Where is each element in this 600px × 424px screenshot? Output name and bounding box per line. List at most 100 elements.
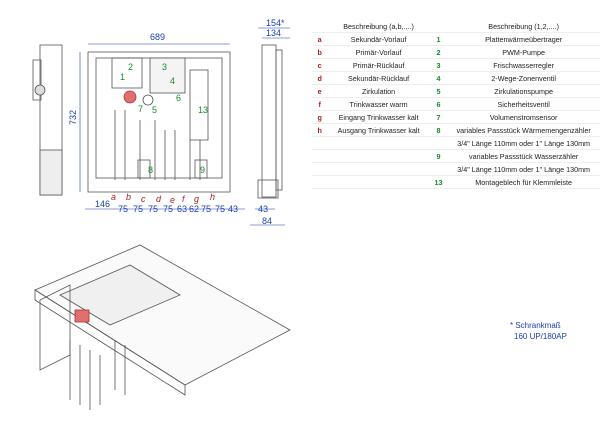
number bbox=[429, 136, 448, 150]
number-desc: 2-Wege-Zonenventil bbox=[447, 71, 600, 85]
dim-side-depth: 84 bbox=[262, 216, 272, 226]
dim-label: 75 bbox=[163, 204, 173, 214]
legend-row: 3/4" Länge 110mm oder 1" Länge 130mm bbox=[312, 136, 600, 150]
letter-desc bbox=[327, 175, 430, 189]
letter-desc bbox=[327, 136, 430, 150]
component-label: 4 bbox=[170, 76, 175, 86]
dim-cabinet-depth: 154* bbox=[266, 18, 285, 28]
number: 1 bbox=[429, 32, 448, 46]
dim-width: 689 bbox=[150, 32, 165, 42]
note-line-2: 160 UP/180AP bbox=[514, 332, 567, 341]
left-side-view bbox=[32, 44, 63, 196]
number-desc: Sicherheitsventil bbox=[447, 97, 600, 111]
letter bbox=[312, 136, 328, 150]
number-desc: Frischwasserregler bbox=[447, 58, 600, 72]
letter: e bbox=[312, 84, 328, 98]
number: 5 bbox=[429, 84, 448, 98]
dim-side-bottom: 43 bbox=[258, 204, 268, 214]
number-desc: 3/4" Länge 110mm oder 1" Länge 130mm bbox=[447, 162, 600, 176]
dim-label: 62 bbox=[189, 204, 199, 214]
number: 13 bbox=[429, 175, 448, 189]
letter-desc: Primär-Vorlauf bbox=[327, 45, 430, 59]
component-label: 5 bbox=[152, 105, 157, 115]
dim-height: 732 bbox=[68, 110, 78, 125]
letter: c bbox=[312, 58, 328, 72]
component-label: 2 bbox=[128, 62, 133, 72]
connection-label: e bbox=[170, 195, 175, 205]
number: 3 bbox=[429, 58, 448, 72]
connection-label: a bbox=[111, 192, 116, 202]
number bbox=[429, 162, 448, 176]
dim-label: 75 bbox=[118, 204, 128, 214]
number-desc: 3/4" Länge 110mm oder 1" Länge 130mm bbox=[447, 136, 600, 150]
dim-label: 75 bbox=[133, 204, 143, 214]
legend-header: Beschreibung (a,b,....) Beschreibung (1,… bbox=[312, 20, 600, 33]
dim-label: 75 bbox=[215, 204, 225, 214]
dim-unit-depth: 134 bbox=[266, 28, 281, 38]
isometric-view bbox=[34, 244, 291, 410]
letter-desc: Sekundär-Rücklauf bbox=[327, 71, 430, 85]
component-label: 9 bbox=[200, 165, 205, 175]
dim-label: 75 bbox=[148, 204, 158, 214]
number-desc: Plattenwärmeübertrager bbox=[447, 32, 600, 46]
number: 6 bbox=[429, 97, 448, 111]
letter: h bbox=[312, 123, 328, 137]
connection-label: c bbox=[141, 194, 146, 204]
letter-desc: Ausgang Trinkwasser kalt bbox=[327, 123, 430, 137]
component-label: 13 bbox=[198, 105, 208, 115]
letter-desc: Zirkulation bbox=[327, 84, 430, 98]
number: 9 bbox=[429, 149, 448, 163]
dim-label: 63 bbox=[177, 204, 187, 214]
letter: b bbox=[312, 45, 328, 59]
letter-desc: Trinkwasser warm bbox=[327, 97, 430, 111]
dimension-lines bbox=[79, 27, 290, 226]
number: 4 bbox=[429, 71, 448, 85]
cabinet-note: * Schrankmaß 160 UP/180AP bbox=[510, 320, 567, 342]
component-label: 3 bbox=[162, 62, 167, 72]
legend-table: Beschreibung (a,b,....) Beschreibung (1,… bbox=[312, 20, 600, 189]
number: 8 bbox=[429, 123, 448, 137]
letter-desc: Sekundär-Vorlauf bbox=[327, 32, 430, 46]
number-desc: Montageblech für Klemmleiste bbox=[447, 175, 600, 189]
number-desc: variables Passstück Wärmemengenzähler bbox=[447, 123, 600, 137]
letter-desc bbox=[327, 149, 430, 163]
front-view bbox=[87, 51, 231, 193]
dim-label: 43 bbox=[228, 204, 238, 214]
connection-label: b bbox=[126, 192, 131, 202]
component-label: 6 bbox=[176, 93, 181, 103]
letter-desc: Primär-Rücklauf bbox=[327, 58, 430, 72]
connection-label: g bbox=[194, 194, 199, 204]
letter bbox=[312, 175, 328, 189]
component-label: 7 bbox=[138, 104, 143, 114]
component-label: 1 bbox=[120, 72, 125, 82]
header-numbers: Beschreibung (1,2,....) bbox=[447, 20, 600, 33]
letter: f bbox=[312, 97, 328, 111]
letter: a bbox=[312, 32, 328, 46]
note-line-1: * Schrankmaß bbox=[510, 321, 561, 330]
number-desc: variables Passstück Wasserzähler bbox=[447, 149, 600, 163]
letter bbox=[312, 149, 328, 163]
component-label: 8 bbox=[148, 165, 153, 175]
number-desc: Volumenstromsensor bbox=[447, 110, 600, 124]
header-letters: Beschreibung (a,b,....) bbox=[327, 20, 430, 33]
number-desc: Zirkulationspumpe bbox=[447, 84, 600, 98]
connection-label: d bbox=[156, 194, 162, 204]
dim-label: 146 bbox=[95, 199, 110, 209]
number: 7 bbox=[429, 110, 448, 124]
number: 2 bbox=[429, 45, 448, 59]
dim-label: 75 bbox=[201, 204, 211, 214]
letter: d bbox=[312, 71, 328, 85]
letter: g bbox=[312, 110, 328, 124]
bottom-dimensions: 146 75 75 75 75 63 62 75 75 43 bbox=[95, 199, 238, 214]
